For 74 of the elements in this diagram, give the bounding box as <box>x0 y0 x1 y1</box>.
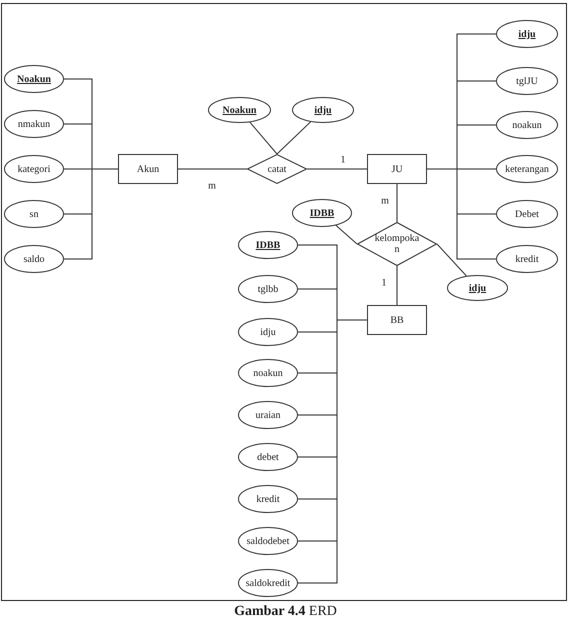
attribute-name: kredit <box>256 494 280 504</box>
connector-line <box>276 121 312 154</box>
key-attribute-ellipse <box>238 231 298 259</box>
attribute-ellipse <box>496 155 558 183</box>
connector-line <box>396 266 398 306</box>
attribute-name: sn <box>30 208 38 220</box>
cardinality-label: m <box>380 196 390 206</box>
cardinality-label: m <box>207 180 217 192</box>
attribute-name: kredit <box>515 254 539 264</box>
connector-line <box>306 168 368 170</box>
attribute-ellipse <box>238 569 298 597</box>
key-attribute-name: Noakun <box>17 74 51 84</box>
key-attribute-ellipse <box>447 275 508 301</box>
attribute-ellipse <box>496 111 558 139</box>
attribute-ellipse <box>238 527 298 555</box>
connector-line <box>178 168 248 170</box>
attribute-ellipse <box>4 110 64 138</box>
connector-line <box>249 122 278 154</box>
connector-line <box>335 224 358 244</box>
attribute-ellipse <box>496 200 558 228</box>
attribute-ellipse <box>4 155 64 183</box>
entity-name: BB <box>390 314 404 326</box>
relationship-diamond <box>247 154 307 184</box>
attribute-ellipse <box>238 318 298 346</box>
attribute-name: keterangan <box>505 164 549 174</box>
relationship-name: kelompokan <box>374 233 420 255</box>
entity-box <box>367 305 427 335</box>
connector-line <box>396 184 398 222</box>
key-attribute-ellipse <box>292 199 352 227</box>
attribute-ellipse <box>238 401 298 429</box>
attribute-name: tglJU <box>516 76 538 86</box>
relationship-diamond <box>357 222 437 266</box>
attribute-name: saldokredit <box>246 578 290 588</box>
attribute-name: uraian <box>256 410 280 420</box>
entity-box <box>367 154 427 184</box>
attribute-ellipse <box>238 275 298 303</box>
key-attribute-ellipse <box>208 97 271 123</box>
attribute-name: nmakun <box>18 118 50 130</box>
connector-line <box>436 244 467 276</box>
attribute-name: debet <box>257 452 279 462</box>
key-attribute-name: idju <box>314 104 332 116</box>
connector-line <box>64 168 118 260</box>
entity-name: Akun <box>136 164 160 174</box>
attribute-ellipse <box>4 200 64 228</box>
attribute-name: idju <box>260 326 276 338</box>
attribute-name: kategori <box>18 164 50 174</box>
key-attribute-ellipse <box>496 20 558 48</box>
attribute-ellipse <box>238 359 298 387</box>
attribute-name: saldodebet <box>246 536 290 546</box>
key-attribute-ellipse <box>4 65 64 93</box>
cardinality-label: 1 <box>380 278 388 288</box>
key-attribute-name: idju <box>518 28 536 40</box>
relationship-name: catat <box>268 164 286 174</box>
key-attribute-ellipse <box>292 97 354 123</box>
attribute-name: noakun <box>253 368 283 378</box>
attribute-name: noakun <box>512 120 542 130</box>
entity-box <box>118 154 178 184</box>
entity-name: JU <box>391 164 403 174</box>
figure-caption: Gambar 4.4 ERD <box>233 604 338 620</box>
attribute-ellipse <box>496 245 558 273</box>
key-attribute-name: IDBB <box>256 240 280 250</box>
attribute-ellipse <box>238 485 298 513</box>
attribute-ellipse <box>4 245 64 273</box>
key-attribute-name: IDBB <box>310 208 334 218</box>
attribute-ellipse <box>238 443 298 471</box>
connector-line <box>298 320 368 584</box>
attribute-name: Debet <box>515 208 539 220</box>
attribute-ellipse <box>496 67 558 95</box>
key-attribute-name: Noakun <box>222 104 256 116</box>
attribute-name: tglbb <box>258 284 278 294</box>
key-attribute-name: idju <box>468 282 486 294</box>
cardinality-label: 1 <box>340 154 346 166</box>
connector-line <box>426 168 496 260</box>
attribute-name: saldo <box>23 254 45 264</box>
